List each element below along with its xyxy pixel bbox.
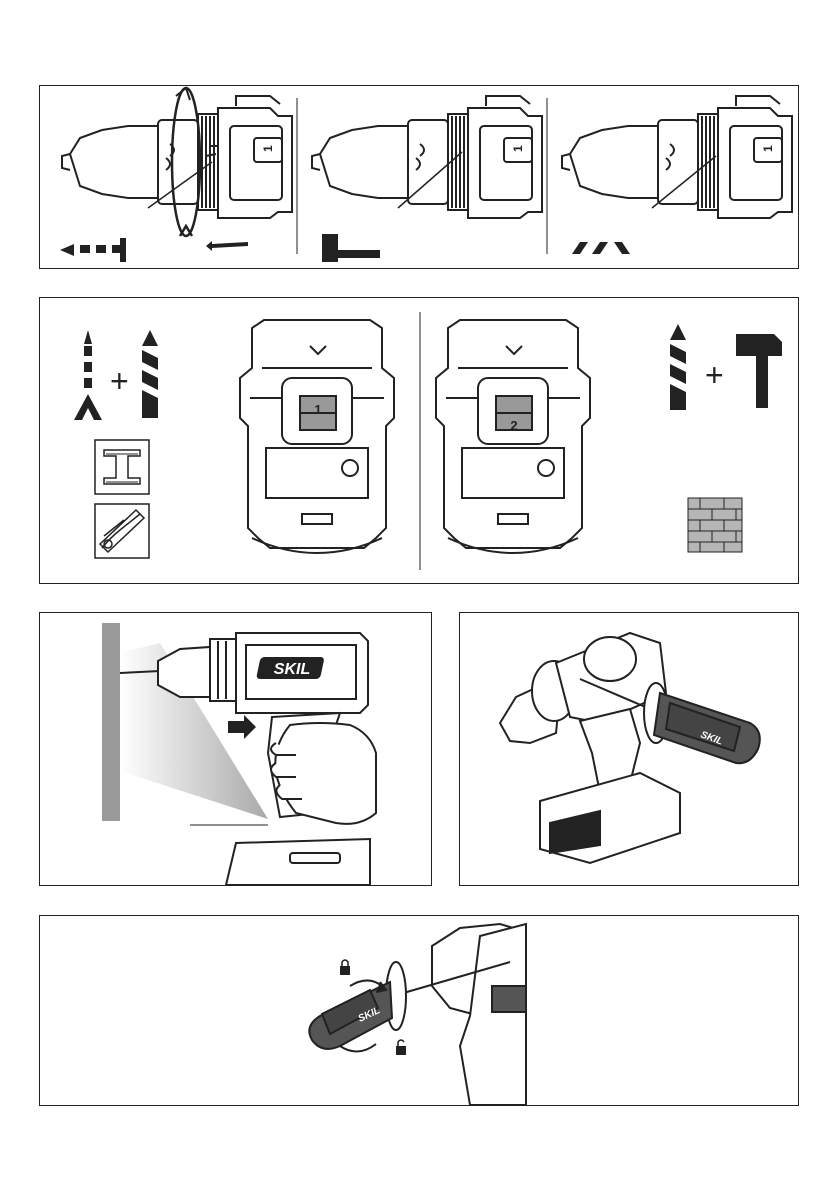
drill-head-section-1 <box>62 88 292 236</box>
plus-sign: + <box>110 363 129 399</box>
wall-surface <box>102 623 120 821</box>
trigger-press-arrow <box>228 715 256 739</box>
lock-icon <box>340 960 350 975</box>
drill-bit-icon-right <box>670 324 686 410</box>
skil-logo: SKIL <box>256 657 325 679</box>
unlock-icon <box>396 1040 406 1055</box>
metal-material-icon <box>95 440 149 494</box>
side-handle-install-panel: SKIL <box>39 915 799 1106</box>
collar-number-3: 1 <box>761 145 775 152</box>
drill-head-section-2 <box>312 96 542 218</box>
mode-selector-panel: 1 1 <box>39 85 799 269</box>
wood-material-icon <box>95 504 149 558</box>
collar-number-1: 1 <box>261 145 275 152</box>
drill-partial-view <box>432 924 526 1105</box>
drill-mode-icon <box>322 234 380 262</box>
gear-number-2: 2 <box>510 418 517 433</box>
screwdriver-bit-icon <box>74 330 102 420</box>
drill-bit-icon <box>142 330 158 418</box>
drilling-led-panel: SKIL <box>39 612 432 886</box>
screw-mode-icon <box>60 238 248 262</box>
drill-head-section-3 <box>562 96 792 218</box>
side-handle-drill-panel: SKIL <box>459 612 799 886</box>
gear-number-1: 1 <box>314 402 321 417</box>
drill-top-view-gear-2 <box>436 320 590 553</box>
drill-perspective-view <box>500 633 680 863</box>
gear-selection-panel: + <box>39 297 799 584</box>
hammer-drill-mode-icon <box>572 242 630 254</box>
drill-top-view-gear-1 <box>240 320 394 553</box>
collar-number-2: 1 <box>511 145 525 152</box>
svg-text:SKIL: SKIL <box>274 661 310 678</box>
hammer-icon <box>736 334 782 408</box>
plus-sign-right: + <box>705 357 724 393</box>
masonry-material-icon <box>688 498 742 552</box>
